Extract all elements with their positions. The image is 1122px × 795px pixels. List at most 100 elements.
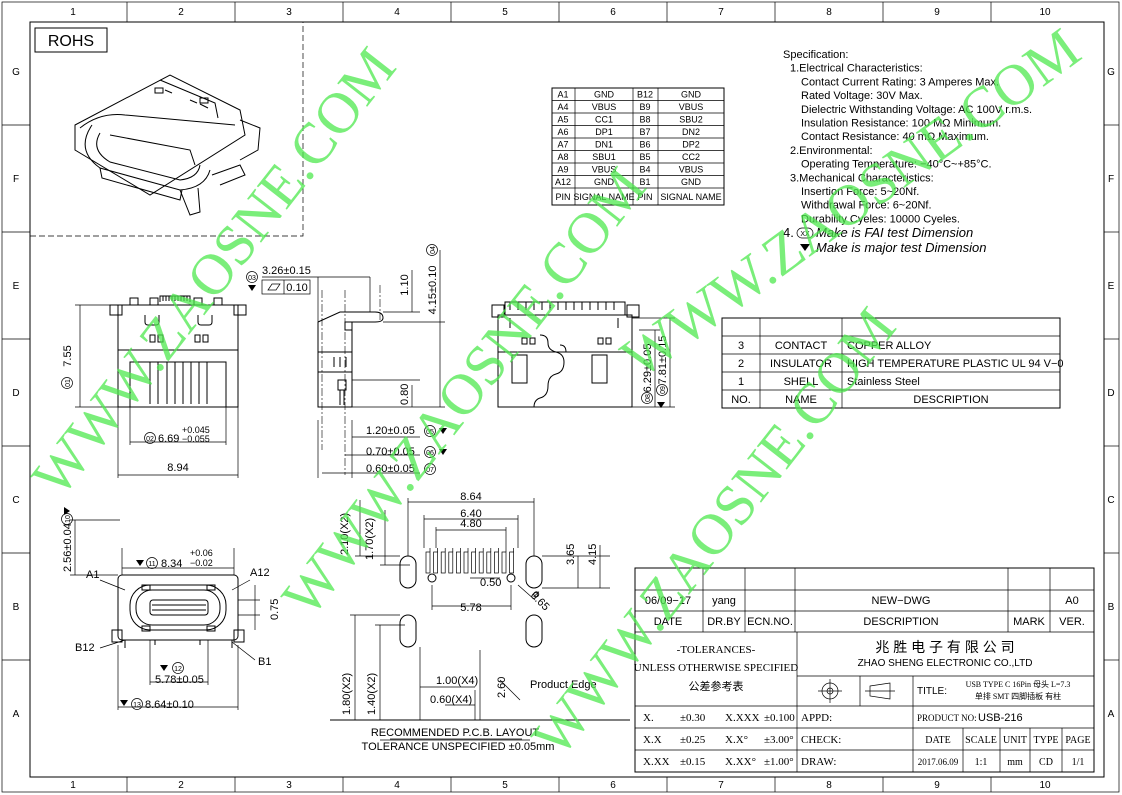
pcb-pin-pad	[440, 551, 446, 574]
circled-05: 05	[424, 425, 436, 437]
grid-col-6-bottom: 6	[610, 780, 616, 791]
draw-label: DRAW:	[801, 756, 836, 768]
grid-col-3-top: 3	[286, 7, 292, 18]
pin-cell: A8	[557, 152, 568, 162]
pin-cell: GND	[681, 177, 702, 187]
grid-col-5-top: 5	[502, 7, 508, 18]
dim-7-81: 7.81±0.15	[657, 336, 669, 385]
watermark-1: WWW.ZAOSNE.COM	[19, 36, 408, 509]
grid-row-B-left: B	[13, 602, 20, 613]
dim-1-20: 1.20±0.05	[366, 425, 415, 437]
tolerance-cell: X.	[643, 712, 654, 724]
mating-face-view: 2.56±0.04 10 11 8.34 +0.06 −0.02 0.75 A1…	[61, 507, 281, 711]
dim-4-15: 4.15±0.10	[427, 266, 439, 315]
pcb-dia-symbol: ⌀	[533, 588, 540, 600]
rev-by: yang	[712, 595, 736, 607]
pcb-caption-title: RECOMMENDED P.C.B. LAYOUT	[371, 727, 540, 739]
svg-text:01: 01	[65, 379, 72, 387]
pin-cell: VBUS	[592, 165, 617, 175]
iso-view: ROHS	[30, 22, 304, 237]
bom-header-description: DESCRIPTION	[913, 394, 988, 406]
pin-header-signal-b: SIGNAL NAME	[660, 192, 721, 202]
dim-flatness: 0.10	[286, 282, 307, 294]
pin-cell: DP1	[595, 127, 613, 137]
grid-col-7-top: 7	[718, 7, 724, 18]
rev-desc: NEW−DWG	[872, 595, 931, 607]
grid-col-5-bottom: 5	[502, 780, 508, 791]
grid-row-G-left: G	[12, 67, 20, 78]
title-block: 06/09−17 yang NEW−DWG A0 DATE DR.BY ECN.…	[634, 567, 1095, 773]
side-view: 3.26±0.15 03 0.10 1.10 4.15±0.10 04 0.80…	[246, 244, 447, 478]
major-triangle	[248, 285, 256, 291]
circled-07: 07	[424, 463, 436, 475]
v-date: 2017.06.09	[918, 757, 959, 767]
fai-symbol	[796, 227, 814, 239]
pin-label-a1: A1	[86, 569, 99, 581]
dim-8-64: 8.64±0.10	[145, 699, 194, 711]
major-dimension-symbol	[800, 244, 810, 251]
pcb-dim-1-00: 1.00(X4)	[436, 675, 478, 687]
bom-name: CONTACT	[775, 340, 828, 352]
spec-line: 1.Electrical Characteristics:	[790, 63, 923, 75]
grid-col-4-top: 4	[394, 7, 400, 18]
tolerance-cell: ±0.25	[680, 734, 706, 746]
pin-cell: CC1	[595, 115, 613, 125]
rohs-label: ROHS	[48, 33, 94, 50]
pin-cell: A9	[557, 165, 568, 175]
grid-row-A-right: A	[1108, 709, 1115, 720]
rear-view-body	[491, 301, 640, 408]
bom-description: Stainless Steel	[847, 376, 920, 388]
tolerances-sub: UNLESS OTHERWISE SPECIFIED	[634, 662, 798, 674]
spec-line: Dielectric Withstanding Voltage: AC 100V…	[801, 104, 1032, 116]
spec-line: Contact Resistance: 40 mΩ Maximum.	[801, 131, 989, 143]
note-fai: Make is FAI test Dimension	[816, 225, 973, 240]
pcb-dim-0-60: 0.60(X4)	[430, 694, 472, 706]
svg-text:07: 07	[426, 467, 434, 474]
circled-13: 13	[131, 698, 143, 710]
pcb-pin-pad	[486, 551, 492, 574]
grid-col-6-top: 6	[610, 7, 616, 18]
rear-view-dimensions	[632, 317, 675, 408]
pcb-pin-pad	[433, 551, 438, 574]
circled-08: 08	[641, 392, 653, 404]
note-4-number: 4.	[783, 225, 794, 240]
bom-header-no: NO.	[731, 394, 751, 406]
front-view-dimensions	[75, 304, 239, 478]
bom-no: 2	[738, 358, 744, 370]
grid-col-10-bottom: 10	[1039, 780, 1051, 791]
spec-line: Insulation Resistance: 100 MΩ Minimum.	[801, 118, 1001, 130]
circled-09: 09	[656, 384, 668, 396]
circled-10: 10	[61, 513, 73, 525]
dim-1-10: 1.10	[399, 274, 411, 295]
pcb-dim-4-15: 4.15	[587, 544, 599, 565]
side-view-dimensions	[262, 250, 445, 478]
pin-cell: A12	[555, 177, 571, 187]
grid-col-10-top: 10	[1039, 7, 1051, 18]
pcb-pin-pad	[478, 551, 484, 574]
pin-cell: B1	[639, 177, 650, 187]
pcb-pin-pad	[471, 551, 476, 574]
dim-0-70: 0.70±0.05	[366, 446, 415, 458]
grid-row-G-right: G	[1107, 67, 1115, 78]
v-scale: 1:1	[975, 757, 988, 768]
grid-col-1-top: 1	[70, 7, 76, 18]
product-no: USB-216	[978, 712, 1023, 724]
spec-line: Insertion Force: 5~20Nf.	[801, 186, 919, 198]
pcb-layout: 8.64 6.40 4.80 2.10(X2) 1.70(X2) 3.65 4.…	[330, 491, 630, 753]
circled-04: 04	[426, 244, 438, 256]
tolerance-cell: X.XX°	[725, 756, 756, 768]
circled-03: 03	[246, 271, 258, 283]
pcb-pin-pad	[456, 551, 461, 574]
h-ver: VER.	[1059, 616, 1085, 628]
tolerance-cell: X.X°	[725, 734, 748, 746]
pin-table-header: PIN SIGNAL NAME PIN SIGNAL NAME	[555, 192, 721, 202]
spec-line: Contact Current Rating: 3 Amperes Max.	[801, 76, 999, 88]
